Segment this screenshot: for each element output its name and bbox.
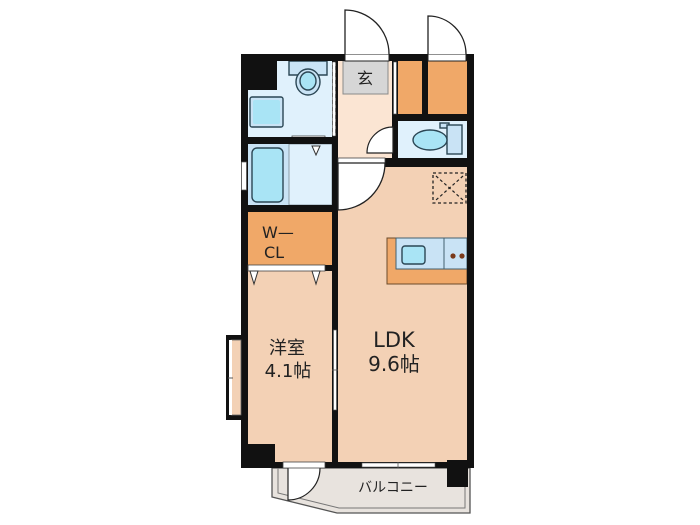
toilet-bowl-icon bbox=[412, 129, 448, 151]
entry-closet-sliding-door bbox=[393, 61, 397, 115]
wall-center bbox=[332, 54, 338, 468]
ceiling-storage-hatch bbox=[432, 172, 467, 204]
balcony-railing bbox=[277, 468, 466, 509]
closet-2 bbox=[428, 61, 467, 114]
walk-in-closet-floor bbox=[248, 212, 332, 265]
ldk-fixtures bbox=[386, 172, 468, 285]
hatch-x-line-2 bbox=[435, 175, 464, 201]
western-room-label: 洋室 bbox=[269, 338, 305, 359]
washbasin-bowl bbox=[253, 100, 280, 124]
closet-folding-door bbox=[247, 264, 326, 272]
bathroom-fixtures bbox=[251, 145, 321, 203]
bathtub-icon bbox=[251, 147, 284, 203]
entrance-door-swing bbox=[344, 9, 390, 55]
wall-closet-toilet bbox=[398, 114, 467, 121]
pipe-shaft-top-left bbox=[248, 61, 277, 90]
wall-washroom-bath bbox=[248, 137, 332, 144]
folding-door-marker-icon bbox=[311, 270, 321, 286]
wall-toilet-ldk bbox=[385, 158, 473, 167]
balcony-label: バルコニー bbox=[358, 480, 428, 496]
wall-left bbox=[241, 54, 248, 468]
washroom-toilet-bowl-icon bbox=[299, 71, 317, 91]
room-labels: 玄 W— CL 洋室 4.1帖 LDK 9.6帖 bbox=[262, 69, 420, 382]
column-bottom-right bbox=[447, 460, 468, 487]
balcony: バルコニー bbox=[271, 467, 471, 514]
bathroom-window bbox=[241, 161, 247, 191]
ldk-floor bbox=[338, 163, 467, 462]
toilet-fixtures bbox=[412, 122, 463, 155]
ldk-label: LDK bbox=[373, 328, 416, 352]
kitchen-sink-icon bbox=[401, 245, 426, 265]
folding-door-marker-icon bbox=[249, 270, 259, 286]
openings bbox=[226, 9, 467, 469]
stove-burner-icon bbox=[459, 253, 465, 259]
entrance-threshold bbox=[344, 53, 390, 62]
dressing-door-marker-icon bbox=[311, 145, 321, 157]
wall-top-left bbox=[241, 54, 345, 61]
walk-in-closet-label-1: W— bbox=[262, 223, 294, 242]
toilet-door-swing bbox=[366, 126, 394, 154]
closet-1 bbox=[398, 61, 422, 114]
western-room-floor bbox=[248, 271, 332, 462]
western-room-size: 4.1帖 bbox=[265, 361, 312, 382]
wall-top-middle bbox=[389, 54, 428, 61]
ldk-door-swing bbox=[337, 162, 386, 211]
wall-bath-closet bbox=[248, 205, 332, 212]
entrance-label: 玄 bbox=[357, 69, 373, 88]
ldk-door-threshold bbox=[337, 157, 386, 164]
wall-right bbox=[467, 54, 474, 468]
washroom-sliding-door bbox=[332, 61, 336, 137]
entrance-genkan bbox=[342, 60, 389, 95]
bedroom-balcony-door-opening bbox=[282, 461, 326, 469]
closet-door-threshold bbox=[427, 53, 467, 62]
closet-door-swing bbox=[427, 15, 467, 55]
ldk-size: 9.6帖 bbox=[368, 352, 420, 376]
walk-in-closet-label-2: CL bbox=[264, 243, 284, 262]
balcony-door-swing bbox=[287, 467, 321, 501]
wall-closet-divider bbox=[422, 54, 428, 114]
wall-bottom bbox=[241, 462, 474, 468]
toilet-tank bbox=[446, 124, 463, 155]
column-bottom-left bbox=[247, 444, 275, 462]
ldk-balcony-window bbox=[361, 462, 436, 468]
dressing-area-floor bbox=[288, 143, 333, 206]
washroom-fixtures bbox=[249, 60, 328, 141]
stove-burner-icon bbox=[450, 253, 456, 259]
